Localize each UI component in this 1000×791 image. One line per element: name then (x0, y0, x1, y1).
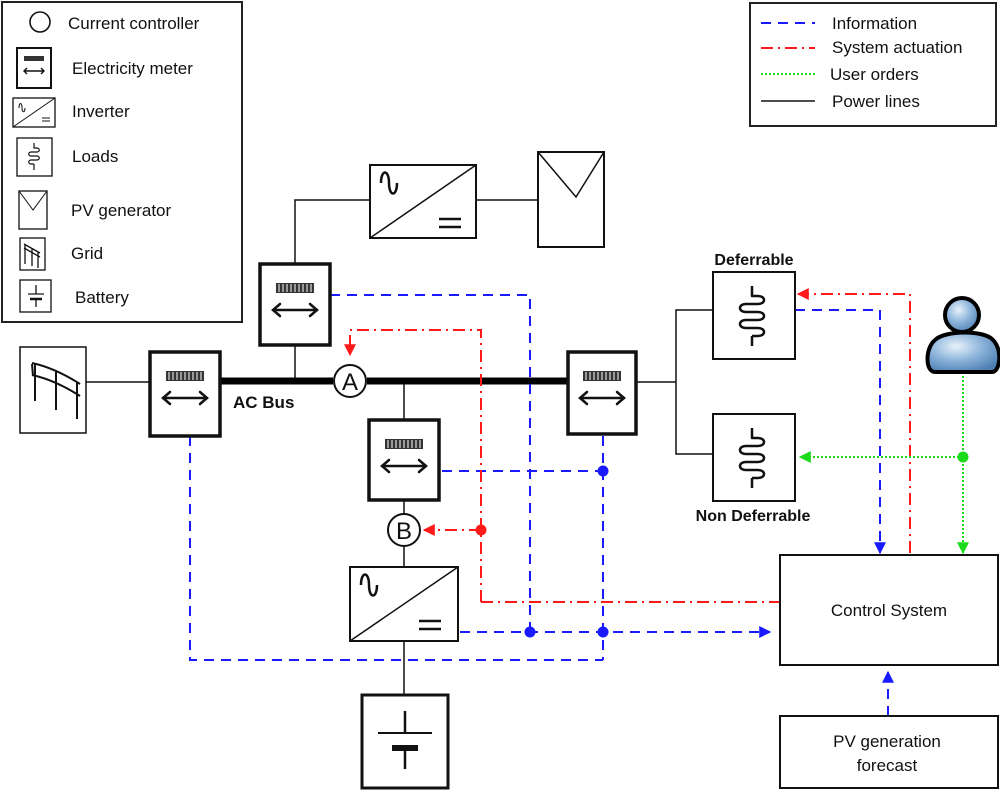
junction-dot (597, 626, 609, 638)
legend-label-battery: Battery (75, 288, 129, 307)
legend-label-system-actuation: System actuation (832, 38, 962, 57)
legend-label-loads: Loads (72, 147, 118, 166)
electricity-meter-icon (16, 47, 52, 89)
battery-icon (19, 279, 52, 313)
loads-icon (16, 137, 53, 177)
deferrable-load: Deferrable (712, 252, 796, 360)
pv-generator-icon (18, 190, 48, 230)
legend-label-electricity-meter: Electricity meter (72, 59, 193, 78)
power-lines (86, 199, 712, 695)
legend-lines: Information System actuation User orders… (749, 2, 997, 127)
grid-symbol (19, 346, 87, 434)
non-deferrable-load: Non Deferrable (696, 413, 811, 525)
user-orders-junction-dot (957, 451, 969, 463)
ac-bus: AC Bus (220, 377, 568, 412)
battery-inverter (349, 566, 459, 642)
non-deferrable-label: Non Deferrable (696, 508, 811, 525)
inverter-icon (12, 97, 56, 128)
ac-bus-label: AC Bus (233, 393, 294, 412)
user-icon (925, 296, 1000, 374)
user-order-lines (798, 376, 969, 555)
actuation-junction-dot (475, 524, 487, 536)
information-junctions (524, 465, 609, 638)
legend-label-current-controller: Current controller (68, 14, 200, 33)
loads-electricity-meter (566, 350, 638, 436)
junction-dot (524, 626, 536, 638)
control-system-label: Control System (831, 601, 947, 620)
control-system: Control System (779, 554, 999, 666)
legend-symbols: Current controller Electricity meter Inv… (1, 1, 243, 323)
grid-electricity-meter (148, 350, 222, 438)
legend-label-inverter: Inverter (72, 102, 130, 121)
actuation-lines (344, 288, 911, 603)
pv-generation-forecast: PV generation forecast (779, 715, 999, 789)
pv-generator (537, 151, 605, 248)
legend-label-grid: Grid (71, 244, 103, 263)
pv-electricity-meter (258, 262, 332, 347)
controller-a-label: A (342, 369, 358, 396)
current-controller-b: B (387, 513, 421, 547)
pv-inverter (369, 164, 477, 239)
junction-dot (597, 465, 609, 477)
legend-label-information: Information (832, 14, 917, 33)
legend-label-pv-generator: PV generator (71, 201, 172, 220)
deferrable-label: Deferrable (714, 252, 793, 269)
grid-icon (19, 237, 46, 271)
forecast-label-line2: forecast (857, 756, 918, 775)
controller-b-label: B (396, 518, 412, 545)
current-controller-icon (29, 11, 51, 33)
current-controller-a: A (333, 364, 367, 398)
legend-label-power-lines: Power lines (832, 92, 920, 111)
battery (360, 693, 450, 790)
legend-label-user-orders: User orders (830, 65, 919, 84)
battery-electricity-meter (367, 418, 441, 502)
forecast-label-line1: PV generation (833, 732, 941, 751)
